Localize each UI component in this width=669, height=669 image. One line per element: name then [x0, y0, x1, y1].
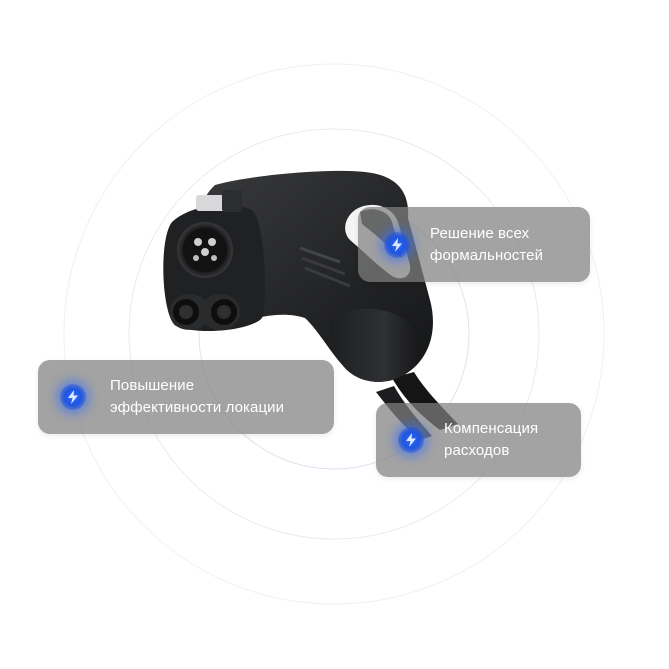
- benefit-badge-cost-compensation: Компенсация расходов: [376, 403, 581, 477]
- lightning-bolt-icon: [398, 427, 424, 453]
- lightning-bolt-icon: [60, 384, 86, 410]
- badge-label: Компенсация расходов: [444, 420, 539, 459]
- badge-label: Решение всех формальностей: [430, 224, 544, 264]
- lightning-bolt-icon: [384, 231, 410, 258]
- benefit-badge-formalities: Решение всех формальностей: [358, 207, 590, 282]
- benefit-badge-location-efficiency: Повышение эффективности локации: [38, 360, 334, 434]
- badge-label: Повышение эффективности локации: [110, 377, 285, 416]
